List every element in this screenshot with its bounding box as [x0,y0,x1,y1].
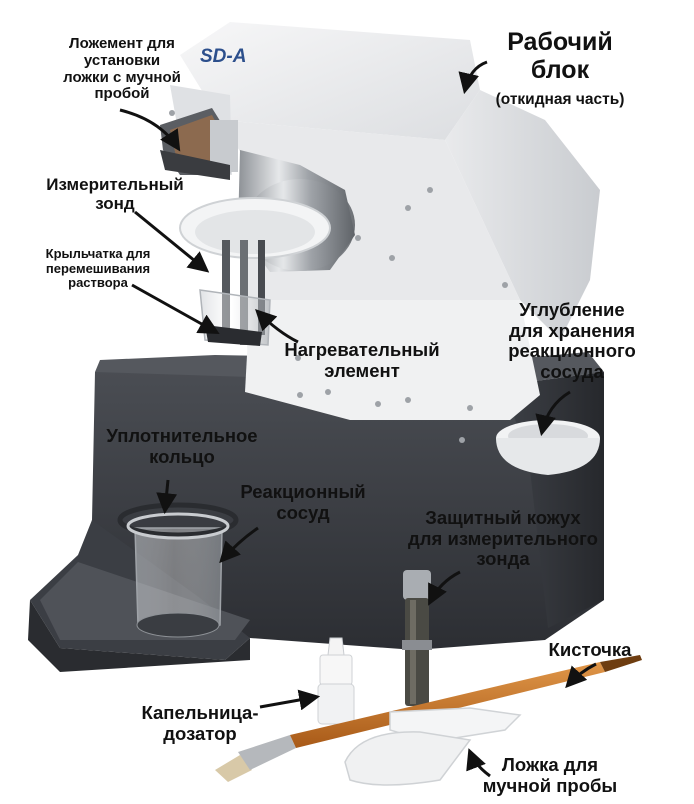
device-marking: SD-A [200,46,247,67]
arrow-impeller [131,283,220,335]
label-work-block: Рабочий блок [507,28,613,84]
reaction-vessel [117,502,239,638]
probe-hub [179,150,355,272]
spoon [344,707,522,786]
arrow-work-block [458,60,488,95]
label-recess: Углубление для хранения реакционного сос… [508,299,636,383]
brush [215,655,642,782]
arrow-spoon-holder [119,108,181,152]
leader-arrows [119,60,597,778]
work-block-top [180,22,480,140]
label-probe-cover: Защитный кожух для измерительного зонда [408,507,598,570]
storage-recess [496,420,600,475]
arrow-heater [255,309,299,344]
label-probe: Измерительный зонд [46,175,184,214]
label-heater: Нагревательный элемент [284,339,440,381]
seal-ring [117,502,239,538]
label-seal-ring: Уплотнительное кольцо [106,425,258,467]
label-spoon-holder: Ложемент для установки ложки с мучной пр… [63,35,181,103]
dropper-bottle [317,637,355,725]
arrow-vessel [219,526,259,564]
label-brush: Кисточка [548,639,632,660]
work-block-lower [245,300,540,420]
label-vessel: Реакционный сосуд [240,481,366,523]
work-block-slope [445,90,600,340]
label-dropper: Капельница- дозатор [141,702,259,744]
arrow-seal-ring [156,479,178,515]
label-impeller: Крыльчатка для перемешивания раствора [45,246,151,291]
label-spoon: Ложка для мучной пробы [482,754,618,796]
label-work-block-note: (откидная часть) [495,91,625,108]
mounting-screws [169,94,508,443]
arrow-dropper [259,689,321,711]
arrow-brush [565,662,597,689]
spoon-holder [160,108,238,180]
arrow-spoon [466,748,491,778]
arrow-probe-cover [428,570,461,606]
probe-cover [402,570,432,706]
arrow-probe [134,210,210,273]
arrow-recess [535,390,571,437]
base-step-bottom [28,600,250,672]
